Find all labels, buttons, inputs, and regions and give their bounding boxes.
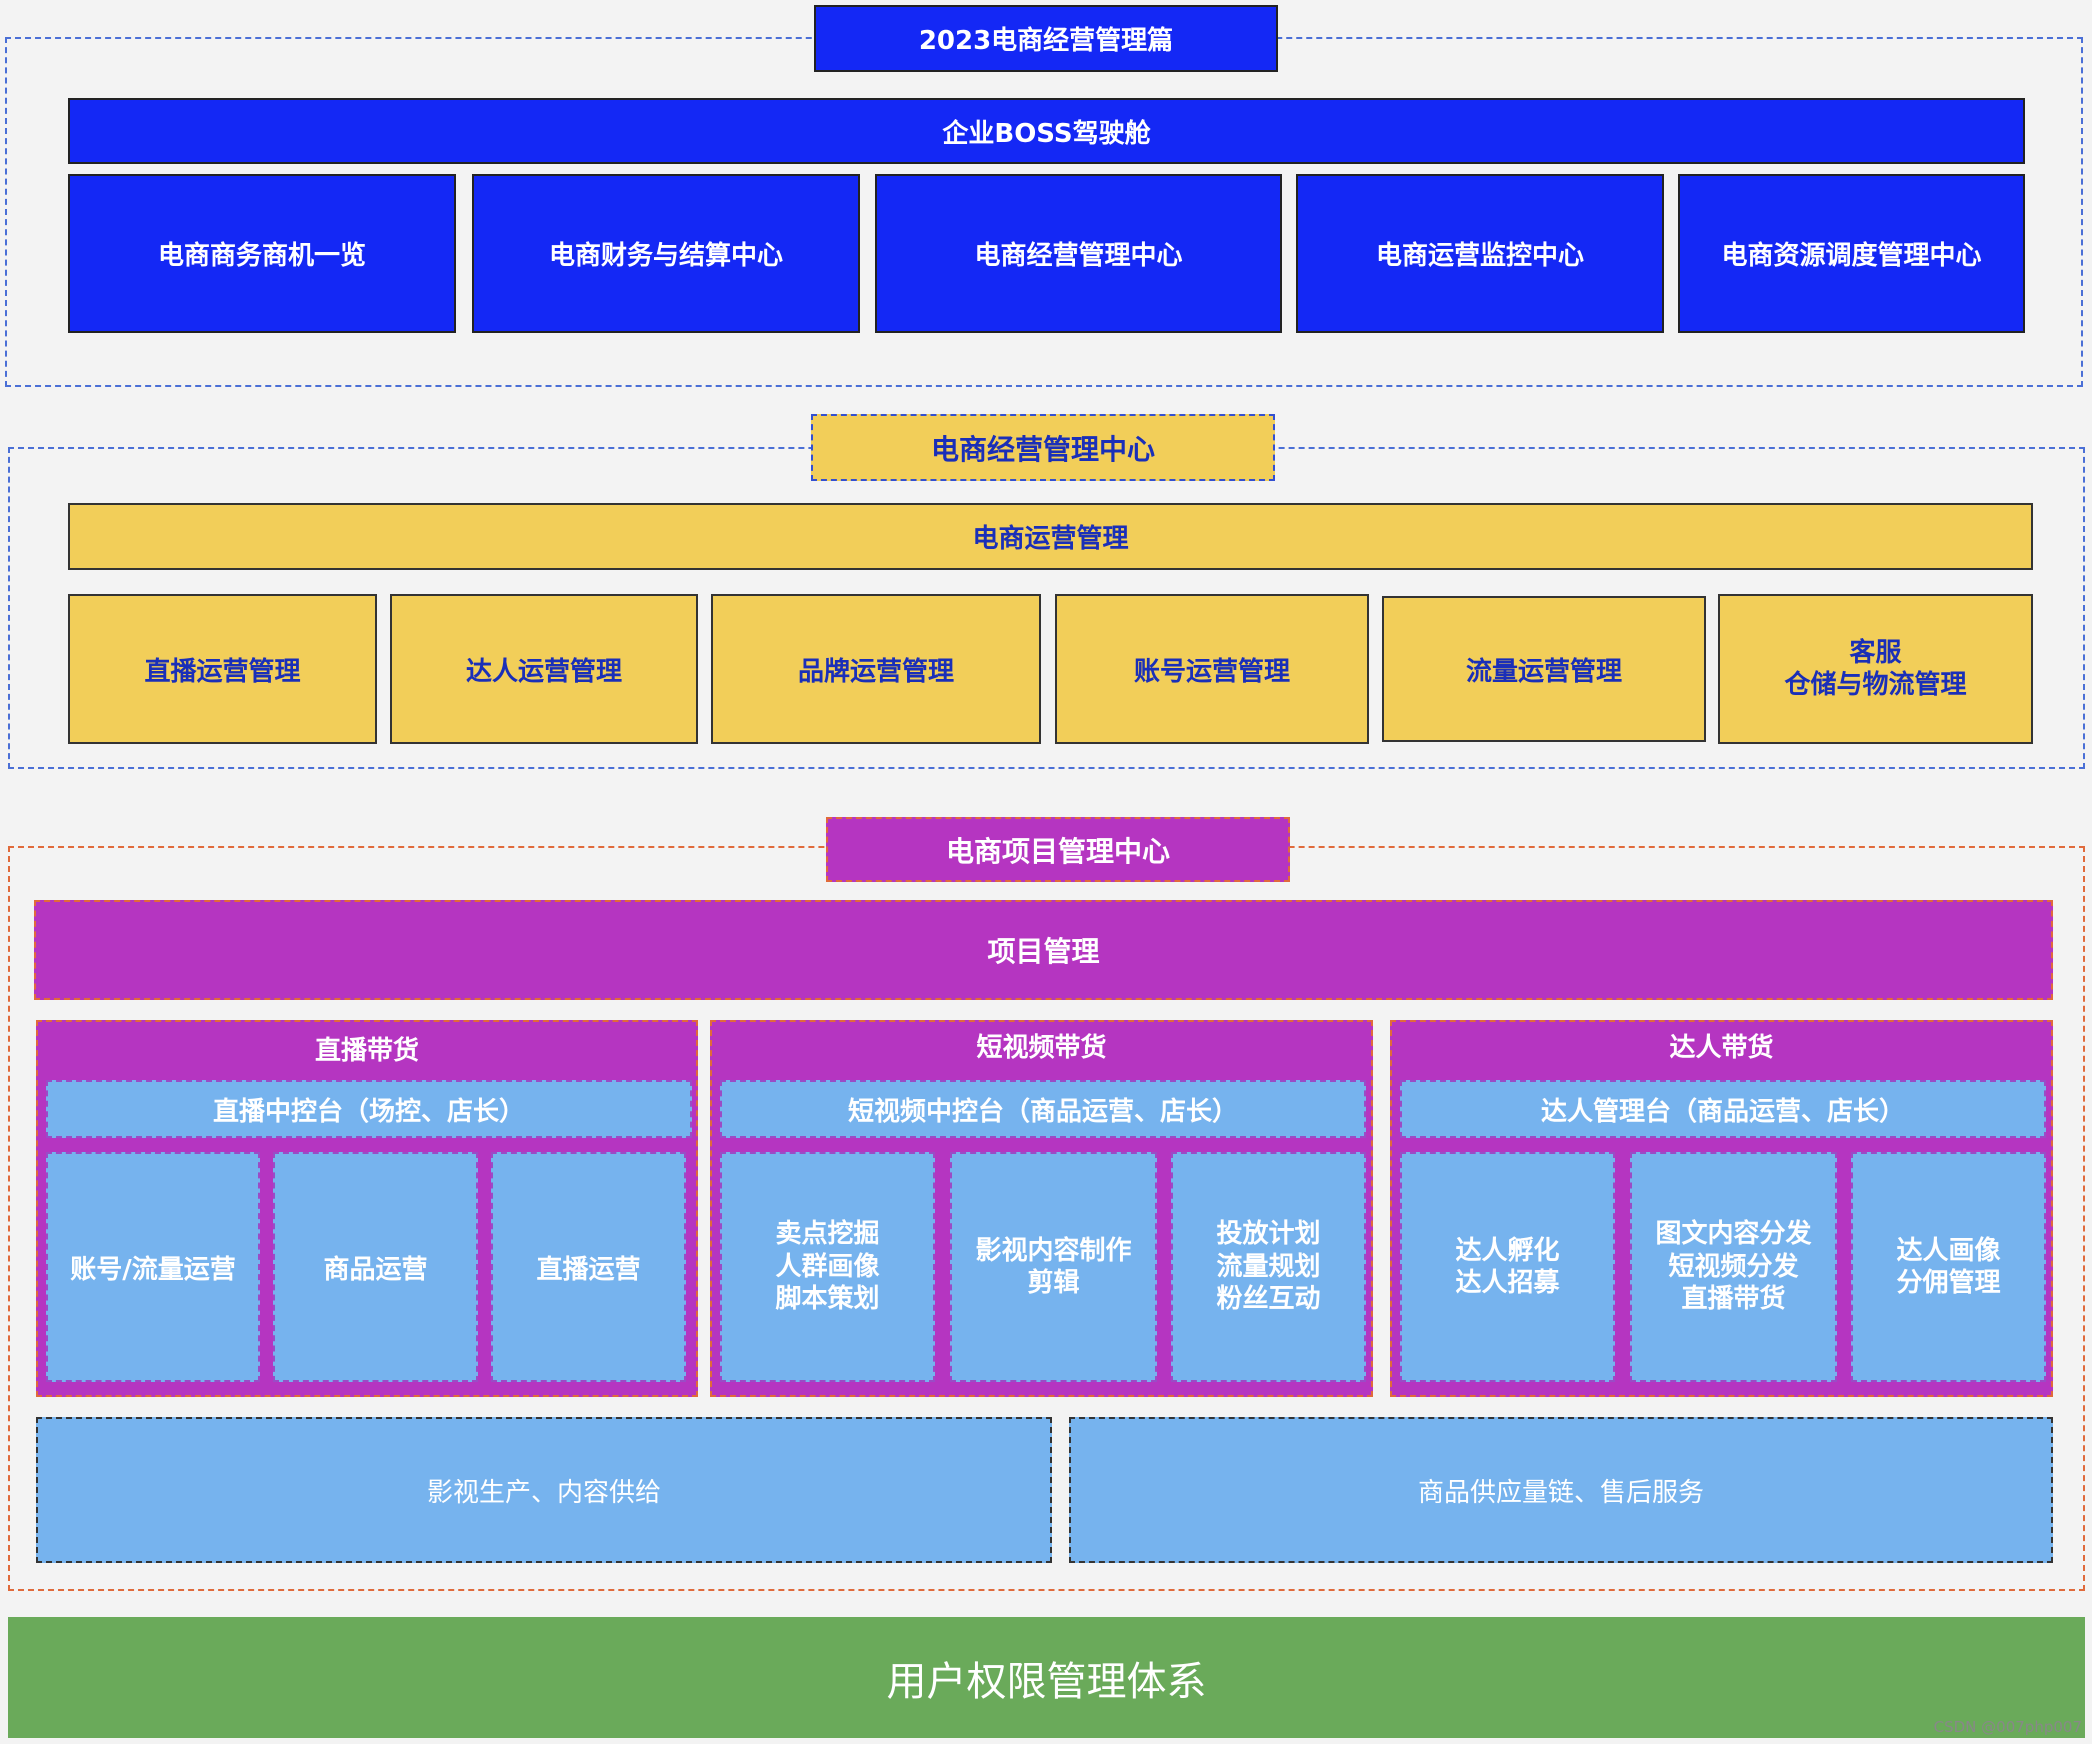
boss-box-business-overview[interactable]: 电商商务商机一览	[68, 174, 456, 333]
operation-box-service-logistics[interactable]: 客服 仓储与物流管理	[1718, 594, 2033, 744]
influencer-item-profile-commission[interactable]: 达人画像 分佣管理	[1851, 1152, 2046, 1382]
group-influencer-title: 达人带货	[1669, 1032, 1774, 1063]
live-item-product[interactable]: 商品运营	[273, 1152, 478, 1382]
operation-section-title: 电商经营管理中心	[811, 414, 1275, 481]
short-video-item-promotion[interactable]: 投放计划 流量规划 粉丝互动	[1171, 1152, 1366, 1382]
boss-cockpit-bar[interactable]: 企业BOSS驾驶舱	[68, 98, 2025, 164]
boss-box-operation-monitoring[interactable]: 电商运营监控中心	[1296, 174, 1664, 333]
boss-box-operation-management[interactable]: 电商经营管理中心	[875, 174, 1282, 333]
live-item-account-traffic[interactable]: 账号/流量运营	[46, 1152, 260, 1382]
influencer-item-distribution[interactable]: 图文内容分发 短视频分发 直播带货	[1630, 1152, 1837, 1382]
supply-product-aftersales[interactable]: 商品供应量链、售后服务	[1069, 1417, 2053, 1563]
operation-management-bar[interactable]: 电商运营管理	[68, 503, 2033, 570]
group-live-commerce-title: 直播带货	[314, 1035, 419, 1066]
operation-box-brand[interactable]: 品牌运营管理	[711, 594, 1041, 744]
user-permission-system-bar[interactable]: 用户权限管理体系	[8, 1617, 2085, 1738]
group-short-video-title: 短视频带货	[976, 1032, 1107, 1063]
boss-box-finance-settlement[interactable]: 电商财务与结算中心	[472, 174, 860, 333]
operation-box-account[interactable]: 账号运营管理	[1055, 594, 1369, 744]
influencer-console[interactable]: 达人管理台（商品运营、店长）	[1400, 1080, 2046, 1138]
influencer-item-incubation[interactable]: 达人孵化 达人招募	[1400, 1152, 1615, 1382]
watermark: CSDN @007php007	[1933, 1718, 2082, 1736]
project-section-title: 电商项目管理中心	[826, 817, 1290, 882]
supply-content-production[interactable]: 影视生产、内容供给	[36, 1417, 1052, 1563]
operation-box-traffic[interactable]: 流量运营管理	[1382, 596, 1706, 742]
short-video-item-production[interactable]: 影视内容制作 剪辑	[950, 1152, 1157, 1382]
short-video-item-planning[interactable]: 卖点挖掘 人群画像 脚本策划	[720, 1152, 935, 1382]
boss-box-resource-scheduling[interactable]: 电商资源调度管理中心	[1678, 174, 2025, 333]
operation-box-influencer[interactable]: 达人运营管理	[390, 594, 698, 744]
live-item-live-ops[interactable]: 直播运营	[491, 1152, 686, 1382]
boss-section-title: 2023电商经营管理篇	[814, 5, 1278, 72]
operation-box-live[interactable]: 直播运营管理	[68, 594, 377, 744]
live-console[interactable]: 直播中控台（场控、店长）	[46, 1080, 692, 1138]
short-video-console[interactable]: 短视频中控台（商品运营、店长）	[720, 1080, 1366, 1138]
project-management-bar[interactable]: 项目管理	[34, 900, 2053, 1000]
